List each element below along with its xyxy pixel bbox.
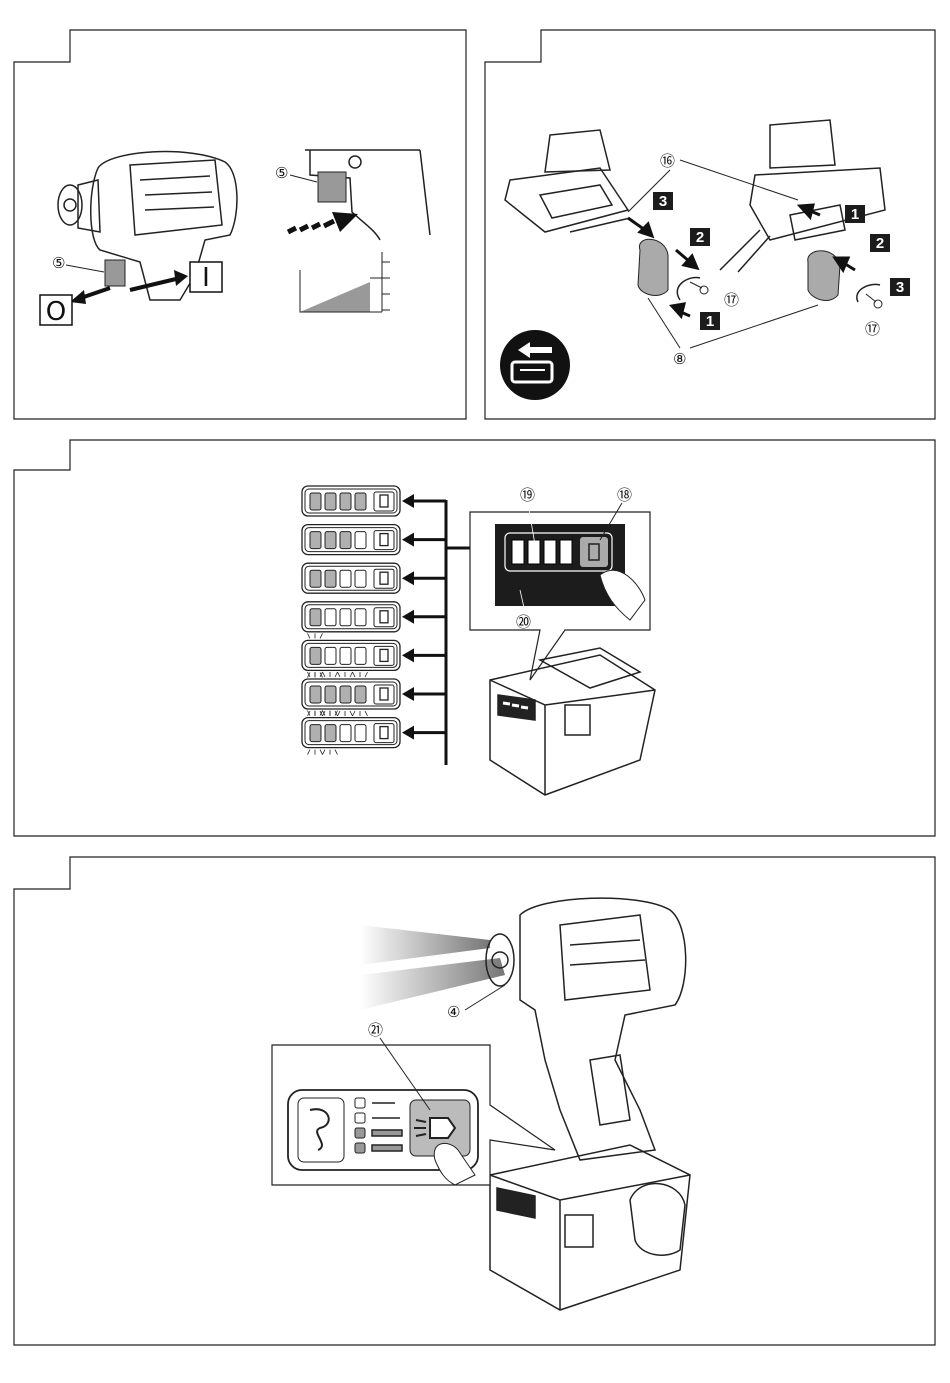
indicator-segment — [325, 686, 336, 703]
label-4: ④ — [447, 1003, 460, 1021]
screw-left — [690, 282, 708, 294]
switch-on-label: I — [202, 263, 210, 293]
indicator-row — [302, 672, 446, 716]
label-18: ⑱ — [617, 486, 632, 504]
indicator-segment — [340, 725, 351, 742]
indicator-segment — [355, 609, 366, 626]
light-bulb-icon — [414, 1118, 455, 1138]
svg-text:1: 1 — [851, 206, 859, 223]
trigger — [318, 172, 346, 202]
label-17-right: ⑰ — [865, 320, 880, 338]
tool-base-right — [720, 120, 885, 272]
indicator-segment — [310, 609, 321, 626]
indicator-segment — [325, 570, 336, 587]
impact-driver-drawing-2 — [486, 898, 690, 1310]
indicator-segment — [325, 647, 336, 664]
label-20: ⑳ — [516, 613, 531, 631]
indicator-segment — [355, 686, 366, 703]
indicator-segment — [340, 532, 351, 549]
panel-battery-indicator: ⑲ ⑱ ⑳ — [302, 486, 655, 795]
label-19: ⑲ — [520, 486, 535, 504]
indicator-segment — [310, 647, 321, 664]
battery-removal-icon — [500, 330, 570, 400]
indicator-rows — [302, 486, 446, 755]
svg-text:1: 1 — [706, 313, 714, 330]
indicator-segment — [340, 686, 351, 703]
indicator-row — [302, 486, 446, 516]
indicator-segment — [340, 570, 351, 587]
panel-belt-hook: 3 2 1 1 2 3 ⑯ ⑰ ⑰ ⑧ — [500, 120, 910, 400]
indicator-segment — [340, 609, 351, 626]
label-8: ⑧ — [673, 350, 686, 368]
battery-pack — [490, 648, 655, 795]
indicator-segment — [340, 647, 351, 664]
indicator-segment — [355, 647, 366, 664]
indicator-row — [302, 711, 446, 755]
indicator-segment — [325, 609, 336, 626]
indicator-callout: ⑲ ⑱ ⑳ — [470, 486, 650, 680]
indicator-segment — [310, 493, 321, 510]
switch-lever — [105, 260, 125, 286]
indicator-segment — [310, 686, 321, 703]
speed-graph — [300, 252, 390, 312]
arrow-on — [130, 278, 180, 290]
impact-mode-button[interactable] — [298, 1098, 344, 1162]
label-21: ㉑ — [368, 1021, 383, 1039]
indicator-segment — [325, 493, 336, 510]
indicator-row — [302, 563, 446, 593]
indicator-row — [302, 602, 446, 632]
label-16: ⑯ — [660, 152, 675, 170]
light-beams — [360, 925, 505, 1010]
svg-text:3: 3 — [659, 193, 667, 210]
label-17-left: ⑰ — [724, 291, 739, 309]
indicator-segment — [310, 532, 321, 549]
indicator-segment — [325, 532, 336, 549]
screw-right — [866, 294, 882, 308]
svg-text:3: 3 — [896, 279, 904, 296]
indicator-row — [302, 633, 446, 677]
press-arrow — [288, 221, 334, 232]
indicator-segment — [340, 493, 351, 510]
panel-light: ④ ㉑ — [272, 898, 690, 1310]
panel-switch: ⑤ O I ⑤ — [40, 150, 430, 327]
battery-check-button[interactable] — [580, 537, 608, 567]
belt-hook-left — [638, 239, 668, 295]
label-5-right: ⑤ — [275, 164, 288, 182]
tool-base-left — [505, 130, 630, 232]
svg-text:2: 2 — [876, 235, 884, 252]
indicator-segment — [325, 725, 336, 742]
indicator-segment — [355, 725, 366, 742]
indicator-row — [302, 525, 446, 555]
indicator-segment — [355, 493, 366, 510]
indicator-segment — [310, 725, 321, 742]
svg-text:2: 2 — [696, 229, 704, 246]
indicator-segment — [355, 570, 366, 587]
indicator-segment — [310, 570, 321, 587]
mode-panel-callout: ㉑ — [272, 1021, 555, 1185]
label-5-left: ⑤ — [52, 254, 65, 272]
indicator-segment — [355, 532, 366, 549]
switch-off-label: O — [46, 297, 66, 327]
